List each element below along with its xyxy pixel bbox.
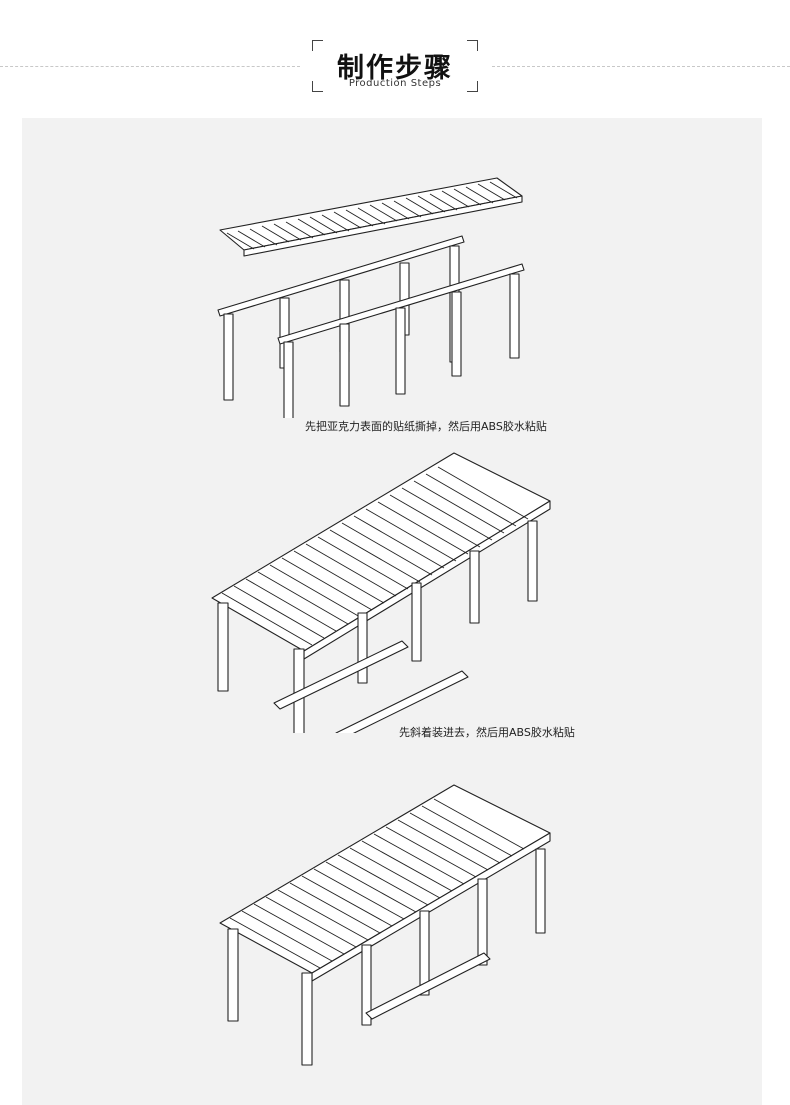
header-divider-left [0, 66, 300, 67]
page-title: 制作步骤 [337, 53, 453, 84]
step-1-deck [219, 177, 523, 251]
step-1-caption: 先把亚克力表面的贴纸撕掉，然后用ABS胶水粘贴 [305, 420, 547, 433]
page-subtitle: Production Steps [348, 78, 442, 89]
step-2-deck [211, 452, 551, 652]
steps-panel: 先把亚克力表面的贴纸撕掉，然后用ABS胶水粘贴 [22, 118, 762, 1105]
step-3-deck [219, 784, 551, 974]
step-3-illustration [219, 784, 551, 1066]
header-divider-right [492, 66, 790, 67]
step-1-illustration [217, 177, 525, 418]
step-2-illustration [211, 452, 551, 733]
step-2-caption: 先斜着装进去，然后用ABS胶水粘贴 [399, 726, 575, 739]
title-frame: 制作步骤 Production Steps [312, 40, 478, 92]
section-header: 制作步骤 Production Steps [0, 0, 790, 110]
